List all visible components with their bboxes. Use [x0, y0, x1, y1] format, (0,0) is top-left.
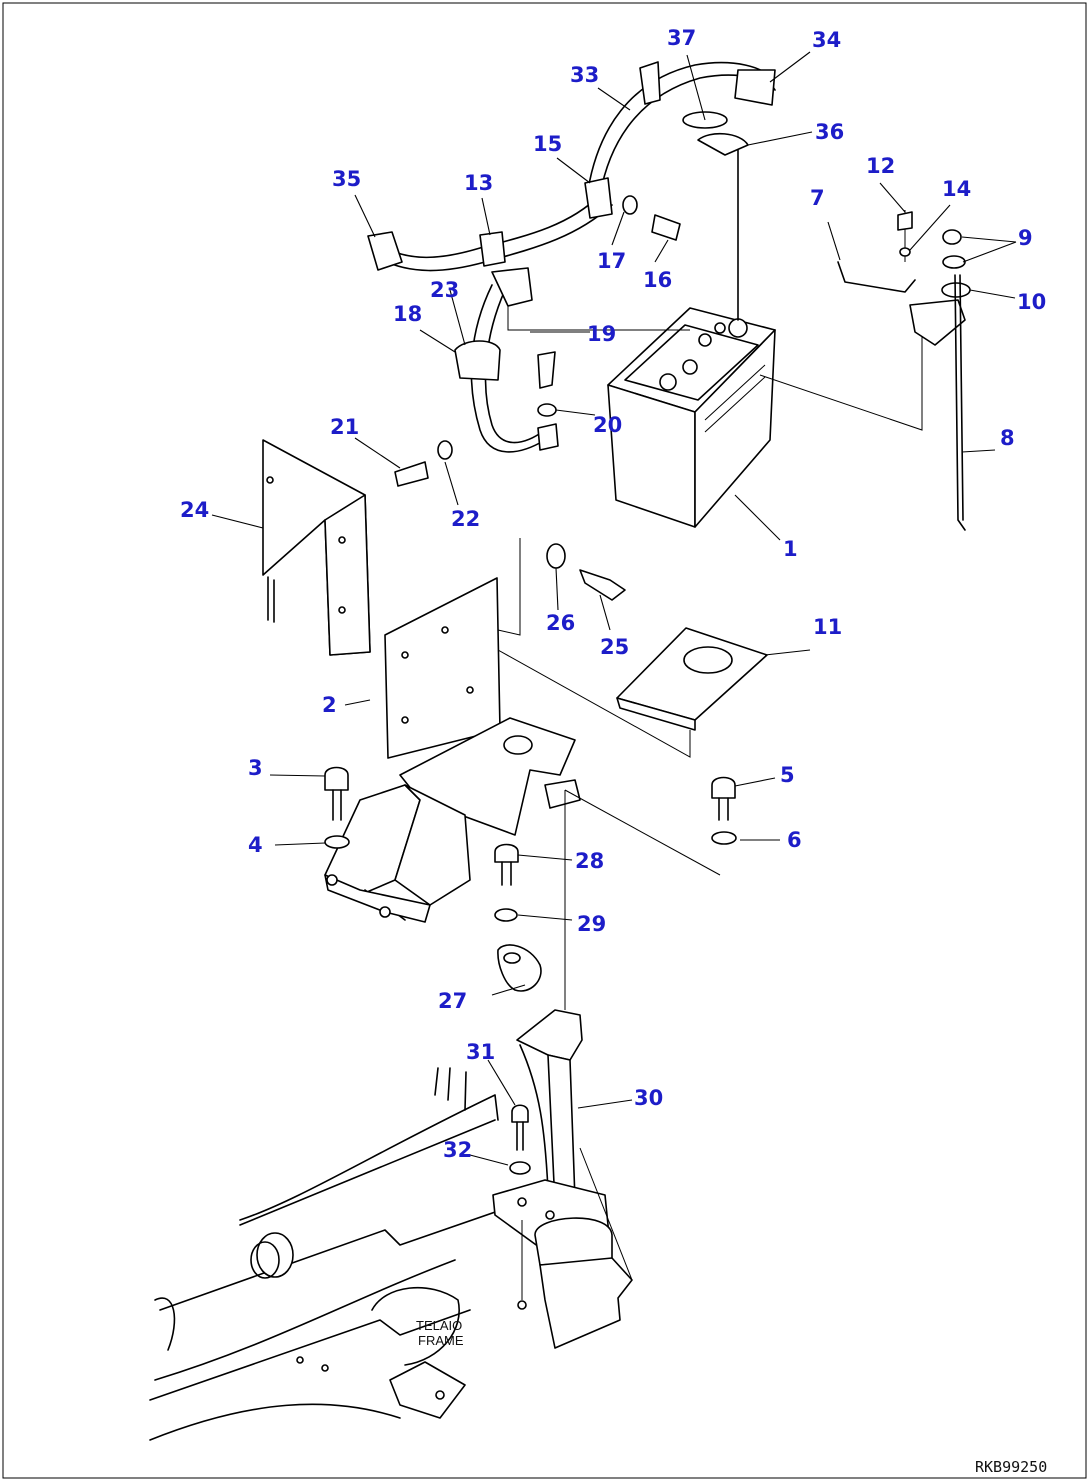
- callout-37: 37: [667, 26, 696, 50]
- callout-14: 14: [942, 177, 971, 201]
- callout-36: 36: [815, 120, 844, 144]
- ground-cable: [394, 267, 559, 487]
- callout-19: 19: [587, 322, 616, 346]
- callout-32: 32: [443, 1138, 472, 1162]
- drawing-id: RKB99250: [975, 1458, 1047, 1476]
- callout-6: 6: [787, 828, 802, 852]
- callout-11: 11: [813, 615, 842, 639]
- callout-35: 35: [332, 167, 361, 191]
- frame-label-line1: TELAIO: [416, 1318, 462, 1333]
- callout-labels: 1 2 3 4 5 6 7 8 9 10 11 12 13 14 15 16 1…: [180, 26, 1046, 1162]
- callout-24: 24: [180, 498, 209, 522]
- callout-1: 1: [783, 537, 798, 561]
- callout-3: 3: [248, 756, 263, 780]
- mounting-hardware: [324, 543, 737, 1010]
- machine-frame: [149, 1067, 633, 1441]
- callout-13: 13: [464, 171, 493, 195]
- callout-16: 16: [643, 268, 672, 292]
- hold-down-rod-assembly: [837, 210, 971, 531]
- callout-23: 23: [430, 278, 459, 302]
- callout-30: 30: [634, 1086, 663, 1110]
- callout-17: 17: [597, 249, 626, 273]
- callout-20: 20: [593, 413, 622, 437]
- callout-8: 8: [1000, 426, 1015, 450]
- callout-12: 12: [866, 154, 895, 178]
- callout-21: 21: [330, 415, 359, 439]
- callout-31: 31: [466, 1040, 495, 1064]
- callout-2: 2: [322, 693, 337, 717]
- callout-34: 34: [812, 28, 841, 52]
- battery-cable-negative: [367, 177, 681, 272]
- callout-28: 28: [575, 849, 604, 873]
- cable-routing-lines: [507, 305, 923, 431]
- callout-25: 25: [600, 635, 629, 659]
- support-post: [516, 1009, 583, 1206]
- callout-29: 29: [577, 912, 606, 936]
- clamp-27: [497, 944, 542, 992]
- callout-5: 5: [780, 763, 795, 787]
- leader-lines: [211, 51, 1017, 1166]
- battery-bracket: [324, 538, 581, 923]
- callout-9: 9: [1018, 226, 1033, 250]
- frame-label-line2: FRAME: [418, 1333, 464, 1348]
- callout-15: 15: [533, 132, 562, 156]
- callout-26: 26: [546, 611, 575, 635]
- callout-10: 10: [1017, 290, 1046, 314]
- callout-27: 27: [438, 989, 467, 1013]
- callout-4: 4: [248, 833, 263, 857]
- callout-7: 7: [810, 186, 825, 210]
- callout-18: 18: [393, 302, 422, 326]
- battery: [607, 307, 776, 528]
- callout-33: 33: [570, 63, 599, 87]
- callout-22: 22: [451, 507, 480, 531]
- battery-cover: [262, 439, 371, 656]
